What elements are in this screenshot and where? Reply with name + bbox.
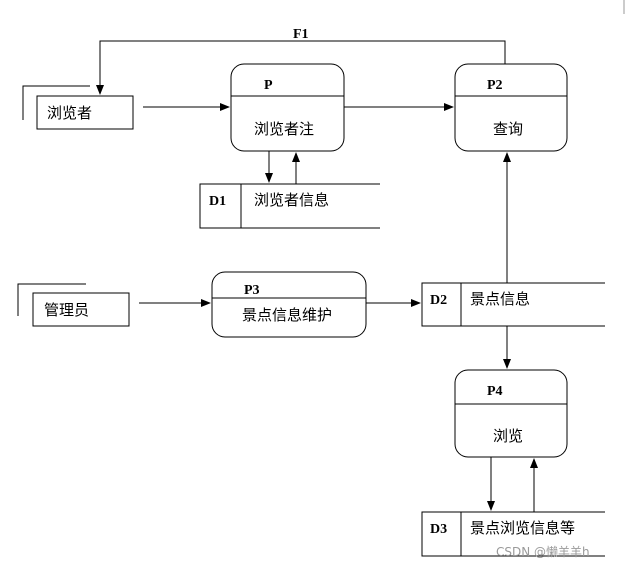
watermark: CSDN @懒羊羊h	[496, 544, 590, 559]
process-p4-box	[454, 369, 568, 458]
process-p2-label: 查询	[493, 120, 523, 138]
process-p3-box	[211, 271, 367, 338]
store-d1-outline	[199, 183, 380, 229]
store-d3: D3 景点浏览信息等	[421, 511, 605, 557]
process-p2-box	[454, 63, 568, 152]
process-p3: P3 景点信息维护	[211, 271, 367, 338]
store-d2-label: 景点信息	[470, 290, 530, 308]
process-p3-id: P3	[244, 283, 260, 298]
process-p3-label: 景点信息维护	[242, 306, 332, 324]
process-p2-id: P2	[487, 78, 503, 93]
store-d3-outline	[421, 511, 605, 557]
entity-browser: 浏览者	[22, 85, 134, 130]
process-register: P 浏览者注	[230, 63, 345, 152]
entity-admin-shadow	[17, 283, 86, 316]
process-p2: P2 查询	[454, 63, 568, 152]
flow-f1	[96, 40, 506, 95]
entity-admin: 管理员	[17, 283, 130, 327]
process-register-label: 浏览者注	[254, 120, 314, 138]
store-d2-id: D2	[430, 293, 447, 308]
store-d1-id: D1	[209, 194, 226, 209]
process-register-id: P	[264, 78, 273, 93]
entity-browser-label: 浏览者	[47, 104, 92, 122]
process-p4-id: P4	[487, 384, 503, 399]
entity-admin-label: 管理员	[44, 301, 89, 319]
flow-f1-label: F1	[293, 27, 309, 42]
store-d2: D2 景点信息	[421, 282, 605, 327]
process-p4: P4 浏览	[454, 369, 568, 458]
store-d1: D1 浏览者信息	[199, 183, 380, 229]
store-d3-label: 景点浏览信息等	[470, 519, 575, 537]
entity-browser-box	[36, 95, 134, 130]
store-d1-label: 浏览者信息	[254, 191, 329, 209]
store-d3-id: D3	[430, 522, 447, 537]
entity-browser-shadow	[22, 85, 90, 120]
process-p4-label: 浏览	[493, 427, 523, 445]
store-d2-outline	[421, 282, 605, 327]
entity-admin-box	[32, 292, 130, 327]
